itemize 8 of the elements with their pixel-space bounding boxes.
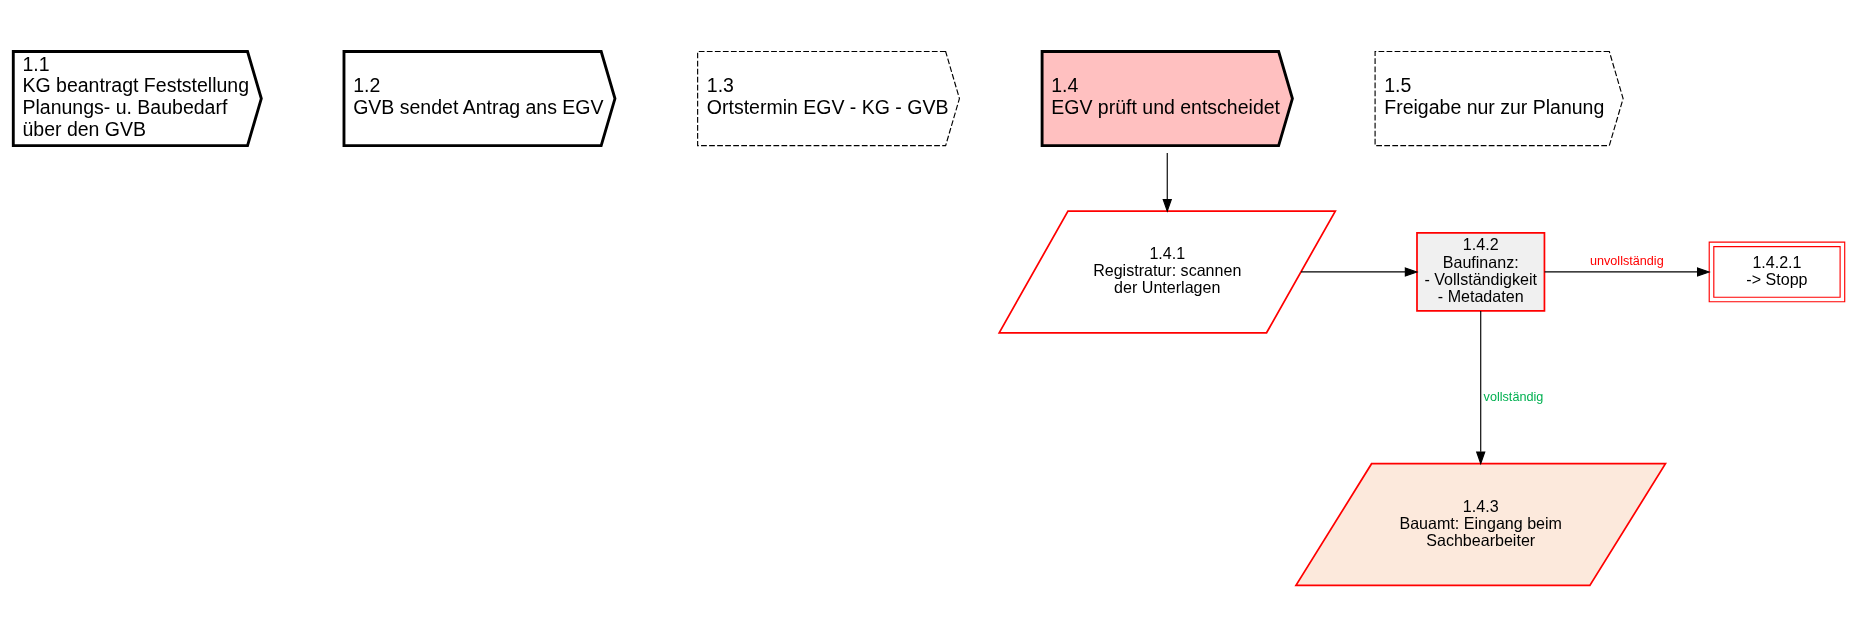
edge-label: vollständig <box>1483 390 1544 405</box>
arrow <box>1162 152 1173 213</box>
node-box: 1.4.2 Baufinanz: - Vollständigkeit - Metadaten <box>1416 232 1546 312</box>
edge-label: unvollständig <box>1589 253 1664 268</box>
arrow <box>1300 267 1419 277</box>
node-box: 1.4.2.1 -> Stopp <box>1708 241 1846 303</box>
arrow <box>1475 310 1486 466</box>
arrow <box>1544 267 1711 277</box>
